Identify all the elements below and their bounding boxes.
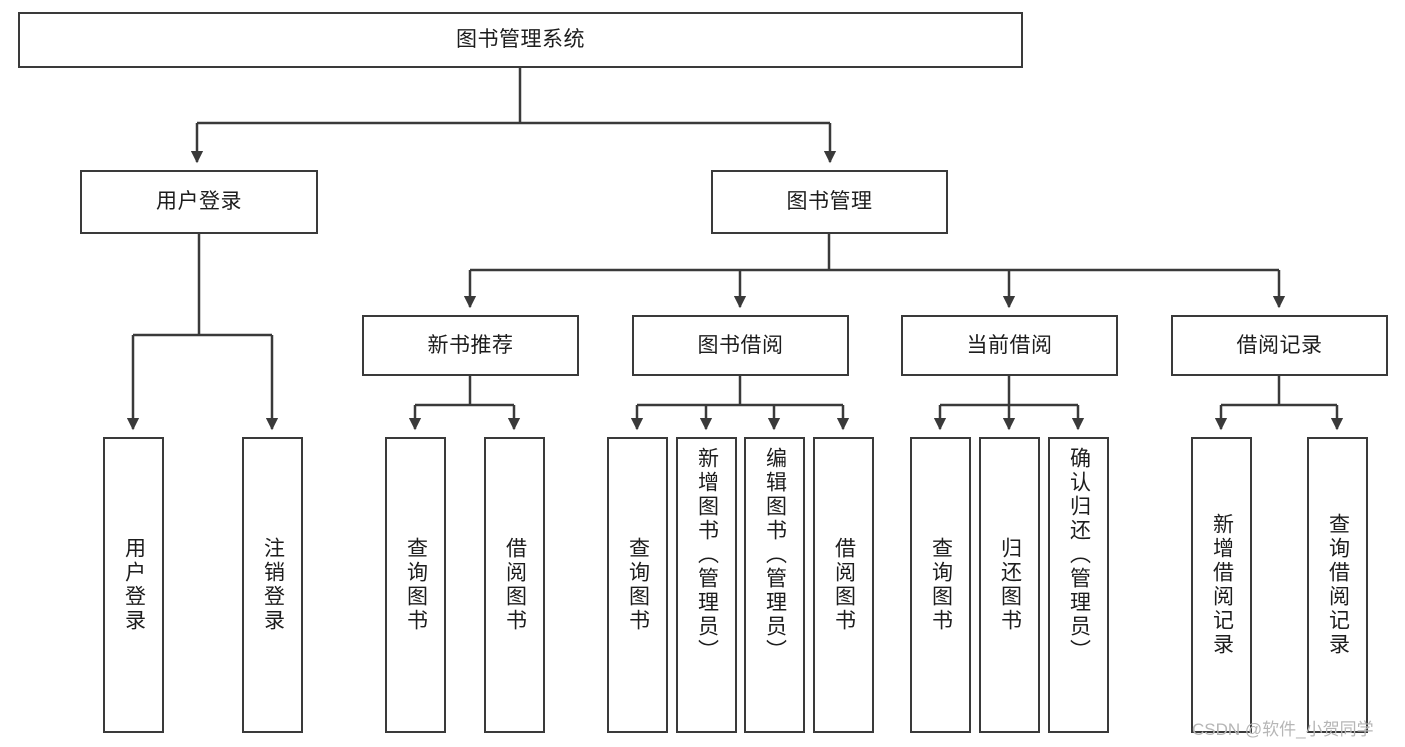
node-new-book-recommend[interactable]: 新书推荐 (362, 315, 579, 376)
leaf-logout-login[interactable]: 注销登录 (242, 437, 303, 733)
node-borrow-record-label: 借阅记录 (1236, 333, 1323, 357)
leaf-borrow-book-recommend[interactable]: 借阅图书 (484, 437, 545, 733)
node-user-login[interactable]: 用户登录 (80, 170, 318, 234)
leaf-query-book-current[interactable]: 查询图书 (910, 437, 971, 733)
node-current-borrow-label: 当前借阅 (966, 333, 1053, 357)
node-new-book-recommend-label: 新书推荐 (427, 333, 514, 357)
node-user-login-label: 用户登录 (156, 190, 242, 214)
leaf-confirm-return-admin[interactable]: 确认归还（管理员） (1048, 437, 1109, 733)
leaf-query-book-recommend-label: 查询图书 (404, 537, 428, 633)
leaf-query-borrow-record[interactable]: 查询借阅记录 (1307, 437, 1368, 733)
leaf-user-login-label: 用户登录 (122, 537, 146, 633)
node-book-manage-label: 图书管理 (786, 190, 873, 214)
node-book-borrow-label: 图书借阅 (697, 333, 784, 357)
node-book-manage[interactable]: 图书管理 (711, 170, 948, 234)
leaf-query-book-recommend[interactable]: 查询图书 (385, 437, 446, 733)
leaf-edit-book-admin-label: 编辑图书（管理员） (763, 447, 787, 663)
leaf-add-book-admin[interactable]: 新增图书（管理员） (676, 437, 737, 733)
leaf-query-book-borrow[interactable]: 查询图书 (607, 437, 668, 733)
csdn-watermark: CSDN @软件_小贺同学 (1192, 720, 1374, 739)
leaf-return-book[interactable]: 归还图书 (979, 437, 1040, 733)
leaf-add-borrow-record-label: 新增借阅记录 (1210, 513, 1234, 657)
leaf-logout-login-label: 注销登录 (261, 537, 285, 633)
leaf-edit-book-admin[interactable]: 编辑图书（管理员） (744, 437, 805, 733)
node-borrow-record[interactable]: 借阅记录 (1171, 315, 1388, 376)
leaf-query-book-borrow-label: 查询图书 (626, 537, 650, 633)
node-book-borrow[interactable]: 图书借阅 (632, 315, 849, 376)
leaf-user-login[interactable]: 用户登录 (103, 437, 164, 733)
leaf-borrow-book-recommend-label: 借阅图书 (503, 537, 527, 633)
node-root-book-management-system[interactable]: 图书管理系统 (18, 12, 1023, 68)
leaf-query-borrow-record-label: 查询借阅记录 (1326, 513, 1350, 657)
node-root-label: 图书管理系统 (456, 28, 585, 52)
leaf-add-borrow-record[interactable]: 新增借阅记录 (1191, 437, 1252, 733)
leaf-return-book-label: 归还图书 (998, 537, 1022, 633)
leaf-borrow-book-borrow-label: 借阅图书 (832, 537, 856, 633)
leaf-borrow-book-borrow[interactable]: 借阅图书 (813, 437, 874, 733)
leaf-confirm-return-admin-label: 确认归还（管理员） (1067, 447, 1091, 663)
leaf-add-book-admin-label: 新增图书（管理员） (695, 447, 719, 663)
leaf-query-book-current-label: 查询图书 (929, 537, 953, 633)
node-current-borrow[interactable]: 当前借阅 (901, 315, 1118, 376)
